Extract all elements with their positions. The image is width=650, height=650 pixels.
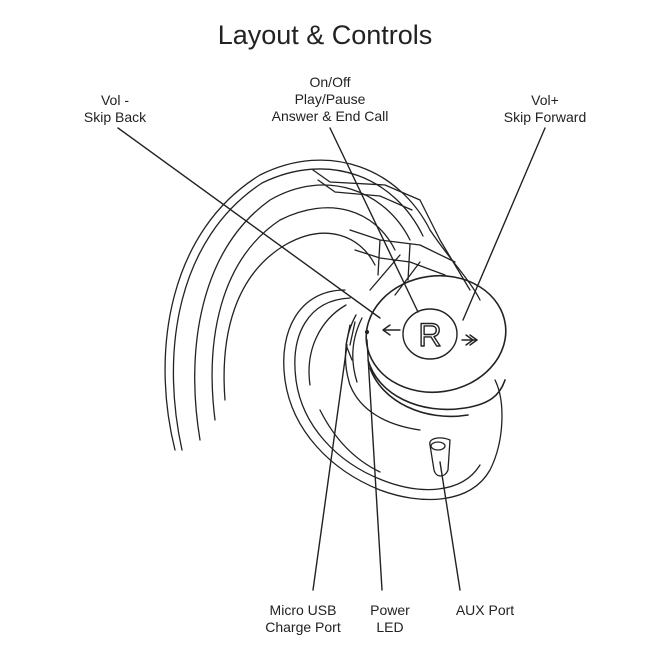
micro-usb-label: Micro USB Charge Port xyxy=(253,602,353,636)
center-line2: Play/Pause xyxy=(294,91,366,107)
headband xyxy=(164,159,481,451)
center-line3: Answer & End Call xyxy=(271,108,389,124)
center-button-label: On/Off Play/Pause Answer & End Call xyxy=(260,74,400,125)
vol-plus-line2: Skip Forward xyxy=(503,109,587,125)
power-led-line2: LED xyxy=(376,619,404,635)
vol-plus-label: Vol+ Skip Forward xyxy=(490,92,600,126)
power-led-line1: Power xyxy=(370,602,410,618)
center-line1: On/Off xyxy=(309,74,351,90)
micro-usb-port-icon xyxy=(345,321,356,361)
center-leader xyxy=(329,127,419,313)
power-led-leader xyxy=(366,339,383,591)
aux-port-line1: AUX Port xyxy=(455,602,515,618)
power-led-icon xyxy=(364,329,370,335)
aux-leader xyxy=(439,461,461,591)
skip-forward-icon[interactable] xyxy=(461,334,478,346)
aux-port-icon xyxy=(429,437,451,477)
brand-logo-icon: R xyxy=(418,317,441,353)
aux-port-label: AUX Port xyxy=(440,602,530,619)
vol-minus-line2: Skip Back xyxy=(83,109,147,125)
page-title: Layout & Controls xyxy=(217,20,433,50)
power-led-label: Power LED xyxy=(355,602,425,636)
vol-plus-leader xyxy=(462,127,546,321)
play-pause-button[interactable]: R xyxy=(402,308,458,360)
vol-minus-line1: Vol - xyxy=(100,92,129,108)
ear-cup xyxy=(283,289,503,501)
vol-plus-line1: Vol+ xyxy=(531,92,559,108)
micro-usb-line2: Charge Port xyxy=(265,619,341,635)
micro-usb-leader xyxy=(312,344,348,591)
skip-back-icon[interactable] xyxy=(382,324,401,336)
leader-lines xyxy=(117,127,546,591)
micro-usb-line1: Micro USB xyxy=(269,602,337,618)
vol-minus-leader xyxy=(117,127,381,319)
vol-minus-label: Vol - Skip Back xyxy=(70,92,160,126)
